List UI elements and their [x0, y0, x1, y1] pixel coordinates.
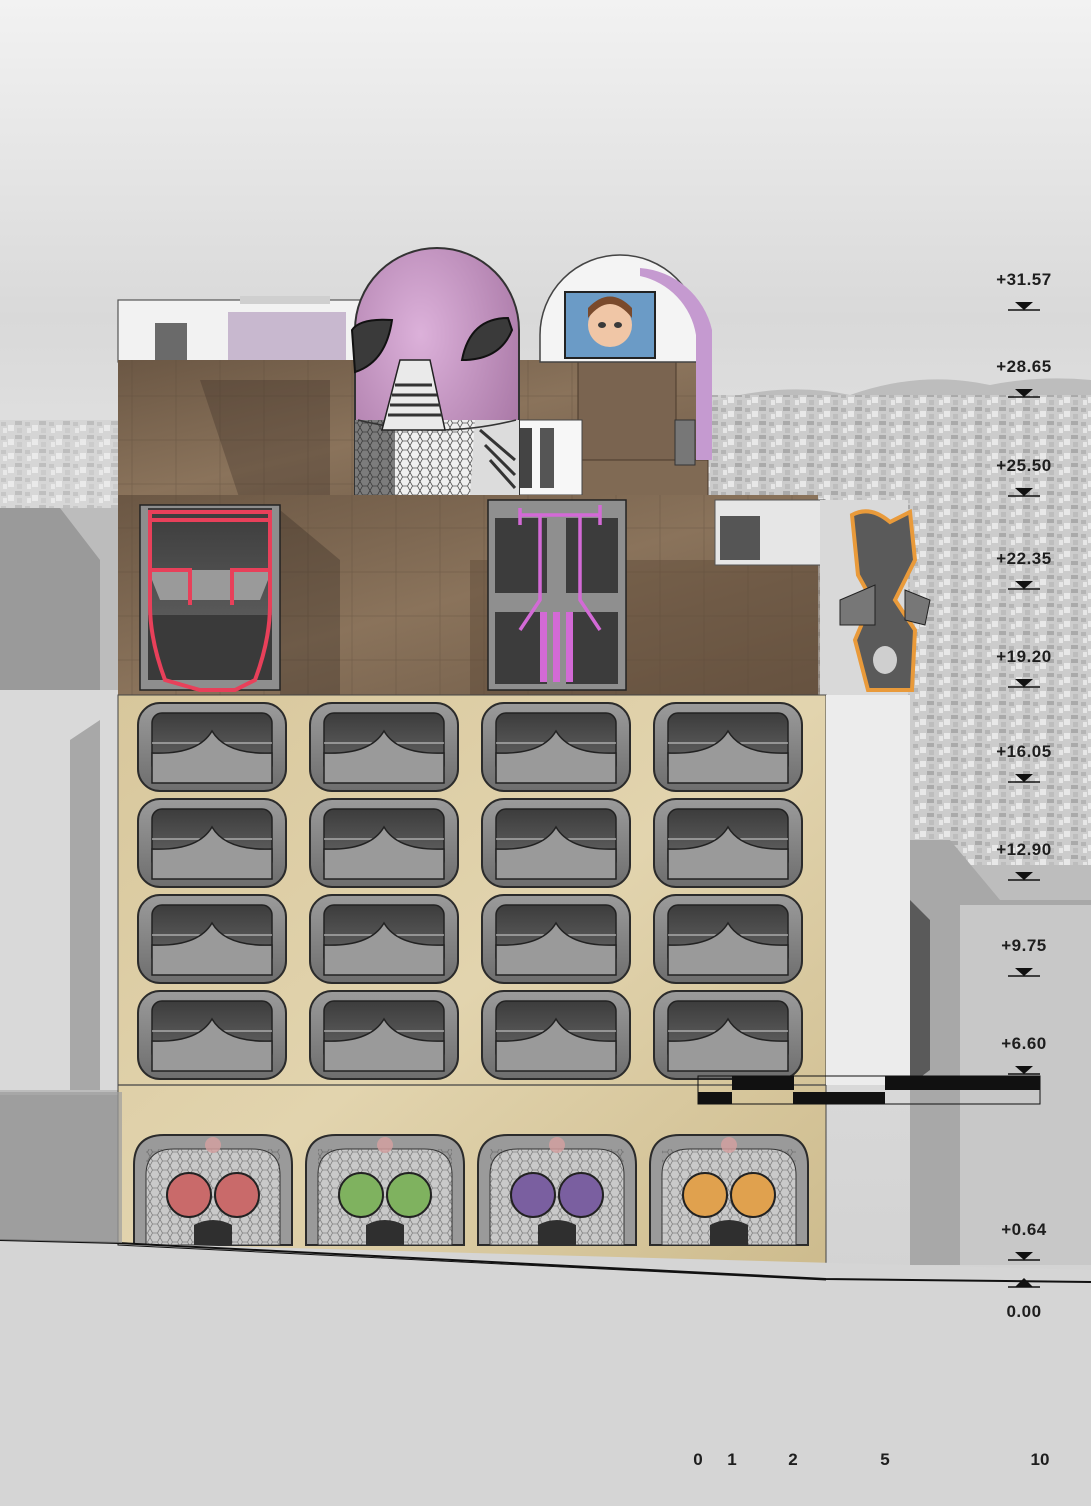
facade-pod — [653, 990, 803, 1080]
level-marker — [1015, 581, 1033, 589]
alien-left-eye — [350, 318, 394, 374]
cityscape-left — [0, 420, 120, 510]
facade-pod — [309, 798, 459, 888]
level-label: +12.90 — [996, 840, 1052, 859]
facade-pod — [137, 990, 287, 1080]
pod-eye — [730, 1172, 776, 1218]
level-label: +16.05 — [996, 742, 1052, 761]
pod-eye — [338, 1172, 384, 1218]
pod-eye — [386, 1172, 432, 1218]
alien-mask-dome — [350, 247, 520, 496]
level-label: +19.20 — [996, 647, 1052, 666]
facade-pod — [309, 702, 459, 792]
ground-pod — [477, 1134, 637, 1246]
level-marker — [1015, 679, 1033, 687]
level-label: +0.64 — [1001, 1220, 1047, 1239]
level-label: +22.35 — [996, 549, 1052, 568]
level-marker — [1015, 968, 1033, 976]
pink-neon-pod — [487, 499, 627, 691]
scale-tick-label: 2 — [788, 1450, 798, 1469]
scale-segment — [793, 1092, 885, 1104]
level-markers — [1008, 302, 1040, 1288]
facade-pod — [481, 798, 631, 888]
level-label: +6.60 — [1001, 1034, 1047, 1053]
facade-pod — [481, 894, 631, 984]
facade-pod — [653, 894, 803, 984]
orange-neon-side-pod — [839, 508, 931, 692]
facade-pod — [309, 894, 459, 984]
pod-eye — [682, 1172, 728, 1218]
scale-segment — [698, 1092, 732, 1104]
level-marker — [1015, 774, 1033, 782]
ground-pod — [305, 1134, 465, 1246]
red-neon-pod — [139, 504, 281, 692]
scale-tick-label: 0 — [693, 1450, 703, 1469]
level-marker — [1015, 872, 1033, 880]
ground — [0, 1092, 1091, 1506]
scale-outline — [697, 1075, 1041, 1105]
level-marker — [1015, 1252, 1033, 1260]
facade-pod — [137, 798, 287, 888]
scale-tick-label: 1 — [727, 1450, 737, 1469]
level-marker — [1015, 389, 1033, 397]
level-marker — [1015, 302, 1033, 310]
scale-tick-label: 5 — [880, 1450, 890, 1469]
level-label: 0.00 — [1006, 1302, 1042, 1321]
level-label: +31.57 — [996, 270, 1052, 289]
facade-pod — [481, 702, 631, 792]
facade-pod — [137, 894, 287, 984]
facade-pod — [653, 798, 803, 888]
level-label: +28.65 — [996, 357, 1052, 376]
roof-penthouse — [117, 296, 369, 363]
pod-eye — [214, 1172, 260, 1218]
scale-segment — [732, 1076, 794, 1090]
facade-pod — [137, 702, 287, 792]
scale-segment — [885, 1076, 1040, 1090]
facade-pod — [653, 702, 803, 792]
level-marker — [1015, 1278, 1033, 1287]
ground-level-pods — [133, 1134, 809, 1246]
portrait-dome — [511, 254, 712, 496]
cream-shadow-band — [826, 695, 910, 1085]
scale-bar-graphic — [697, 1075, 1041, 1105]
ground-pod — [133, 1134, 293, 1246]
level-marker — [1015, 1066, 1033, 1074]
pod-eye — [510, 1172, 556, 1218]
pod-grid — [137, 702, 803, 1080]
pod-eye — [558, 1172, 604, 1218]
alien-right-eye — [460, 316, 514, 362]
ground-pod — [649, 1134, 809, 1246]
level-label: +9.75 — [1001, 936, 1047, 955]
pod-eye — [166, 1172, 212, 1218]
facade-pod — [481, 990, 631, 1080]
scale-bar — [697, 1075, 1041, 1105]
level-marker — [1015, 488, 1033, 496]
scale-tick-label: 10 — [1030, 1450, 1050, 1469]
facade-pod — [309, 990, 459, 1080]
level-label: +25.50 — [996, 456, 1052, 475]
